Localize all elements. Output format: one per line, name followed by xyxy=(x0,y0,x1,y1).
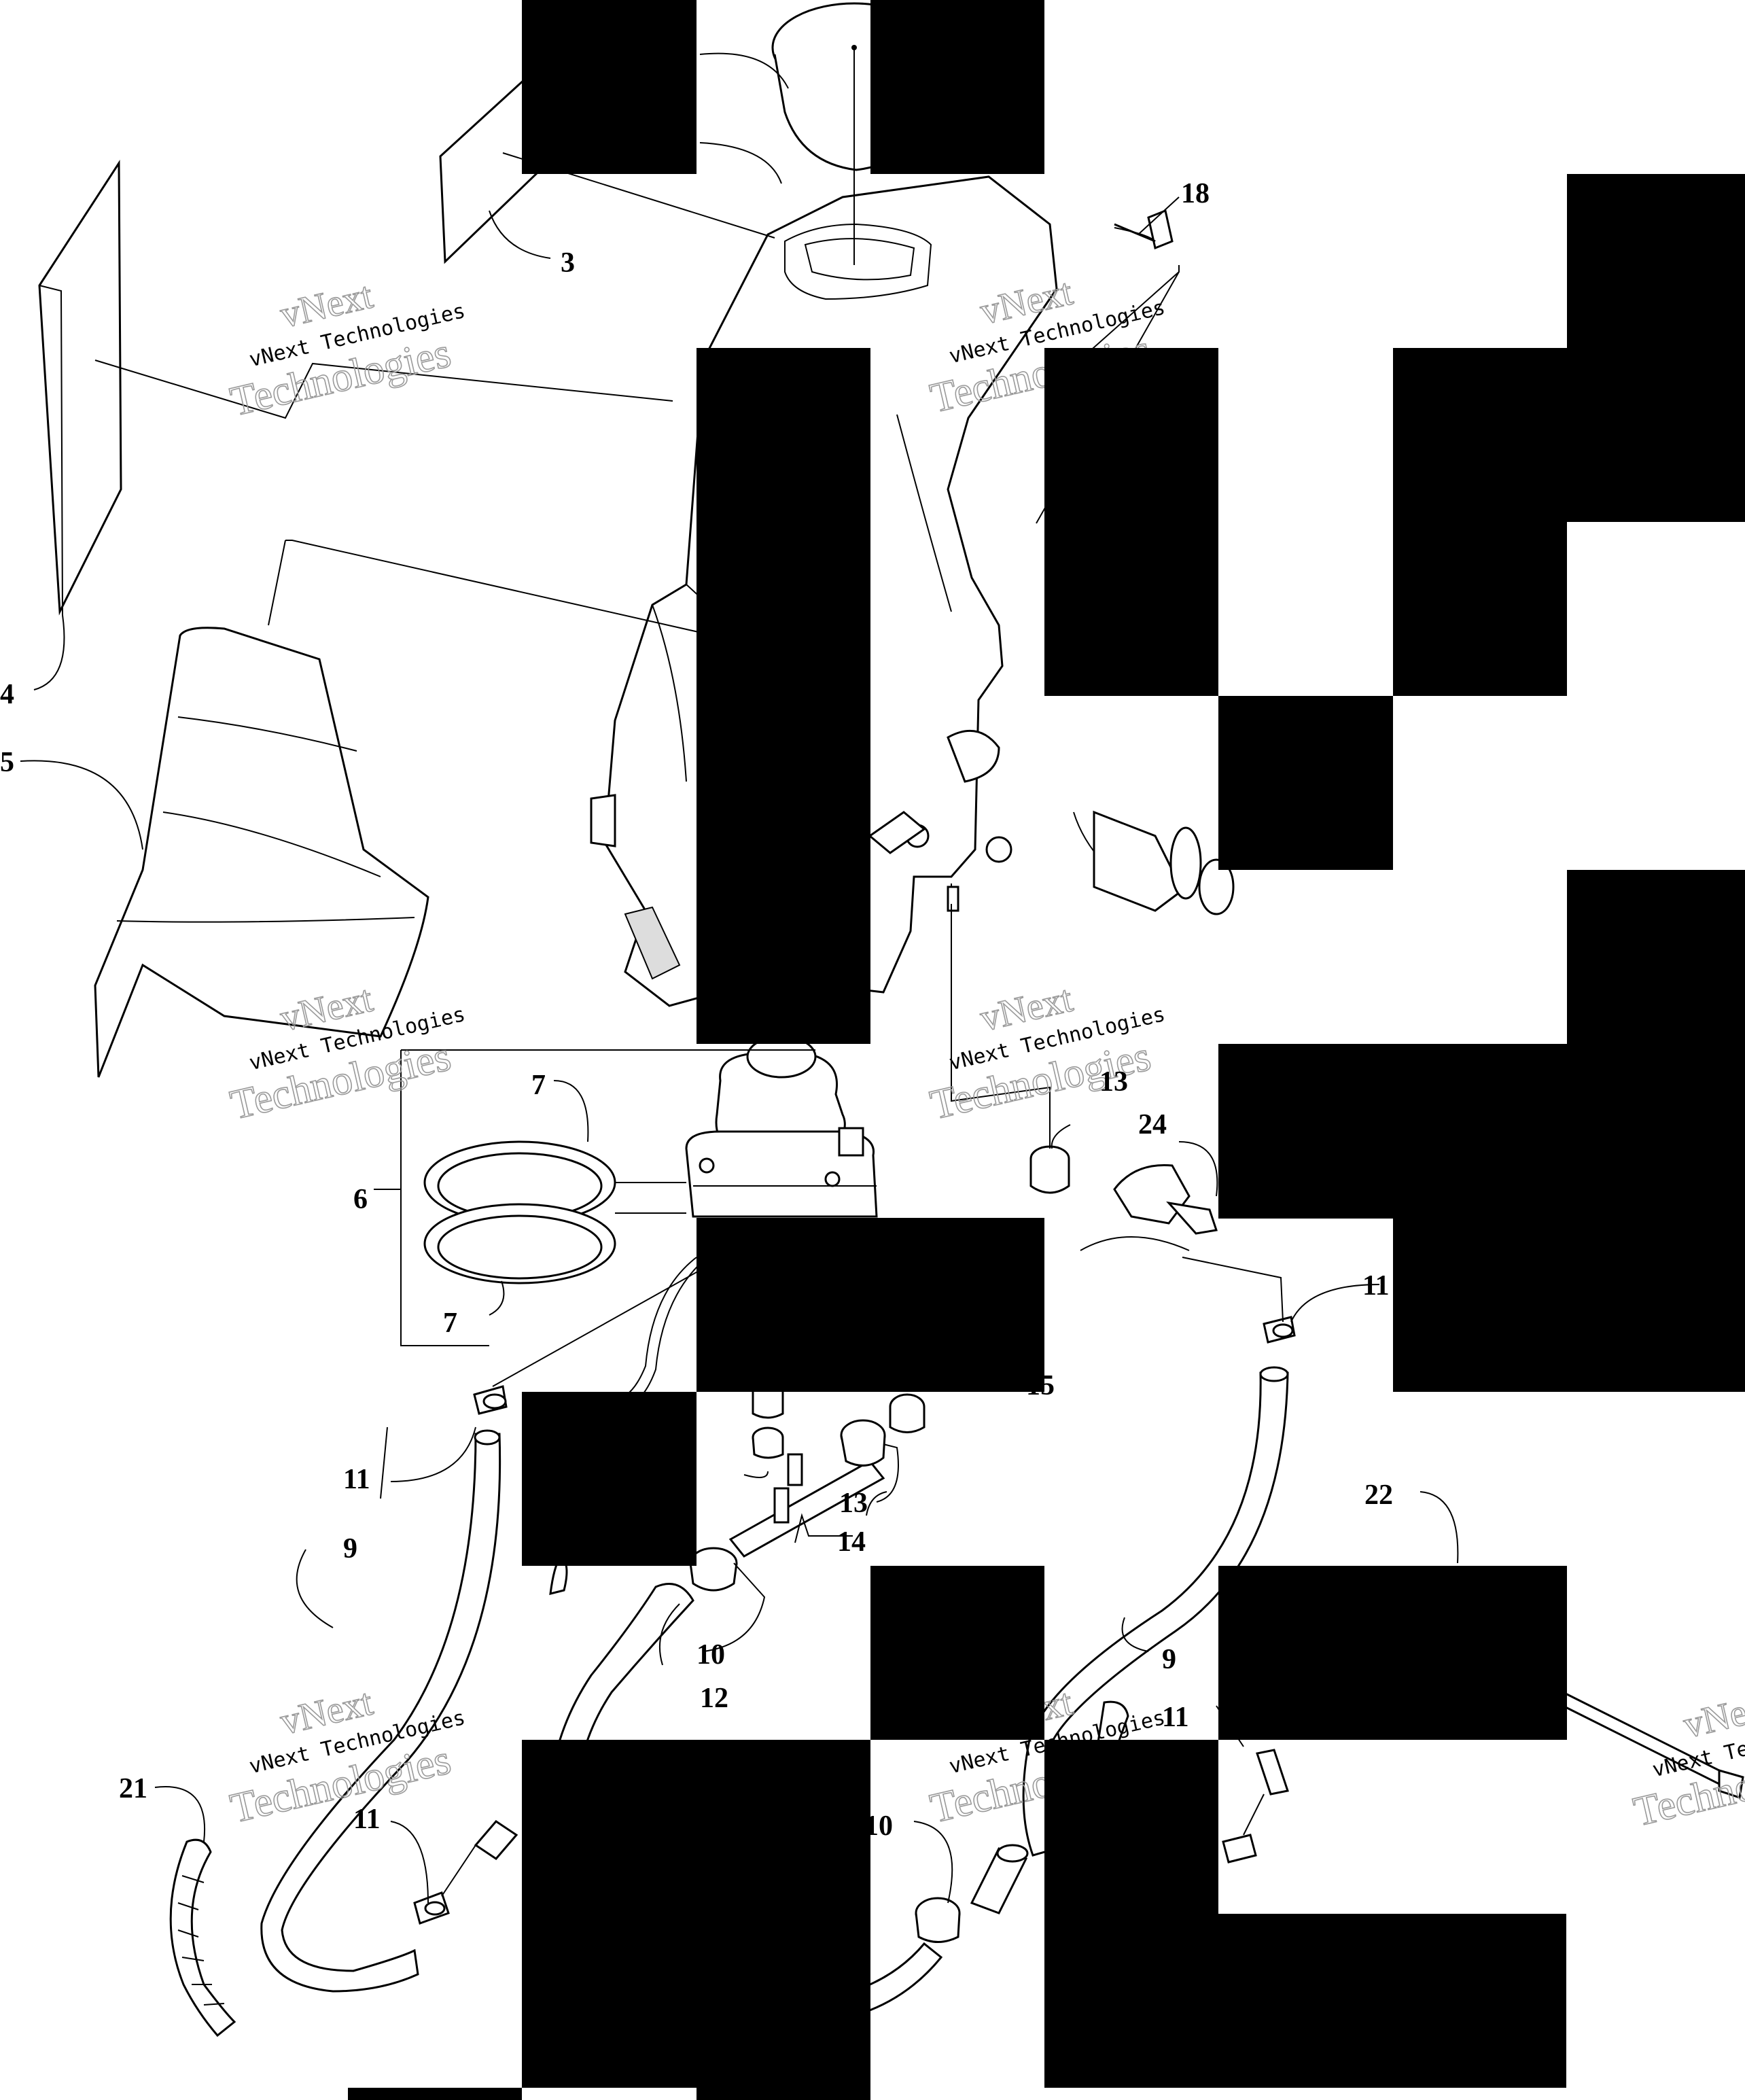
redaction-blocks xyxy=(348,0,1745,2100)
part-11-clamp-lower-right xyxy=(1222,1834,1257,1863)
callout-18: 18 xyxy=(1181,178,1210,209)
part-9-hose-left xyxy=(260,1433,501,1993)
part-24-clip xyxy=(1113,1163,1218,1235)
part-13-collar-upper xyxy=(1029,1145,1070,1194)
part-13-collar-lower xyxy=(752,1419,886,1467)
fitting-lower-left xyxy=(441,1820,518,1897)
connector-fitting xyxy=(970,1844,1029,1914)
tank-valve xyxy=(1073,810,1235,915)
callout-14: 14 xyxy=(837,1526,866,1558)
callout-11-left: 11 xyxy=(343,1464,370,1495)
watermark-4: vNext vNext Technologies Technologies xyxy=(926,977,1167,1130)
callout-12: 12 xyxy=(700,1683,728,1714)
callout-7-bottom: 7 xyxy=(443,1308,457,1339)
fitting-lower-right xyxy=(1243,1749,1289,1836)
callout-13-lower: 13 xyxy=(839,1488,868,1519)
part-10-collar-lower xyxy=(915,1897,961,1943)
callout-6: 6 xyxy=(353,1184,368,1215)
callout-3: 3 xyxy=(561,247,575,279)
callout-10-upper: 10 xyxy=(697,1639,725,1670)
hose-left-end xyxy=(474,1429,501,1446)
part-14-tee-fitting xyxy=(728,1453,885,1558)
callout-11-right: 11 xyxy=(1362,1270,1390,1301)
fuel-pump xyxy=(685,1035,878,1218)
part-7-rings xyxy=(423,1140,616,1284)
part-11-clamp-lower-left xyxy=(413,1891,450,1925)
part-4-plate xyxy=(38,159,122,616)
part-15-collar xyxy=(889,1393,926,1433)
callout-4: 4 xyxy=(0,679,14,710)
callout-21: 21 xyxy=(119,1773,147,1804)
callout-9-left: 9 xyxy=(343,1533,357,1564)
callout-11-lower-left: 11 xyxy=(353,1804,381,1835)
callout-5: 5 xyxy=(0,747,14,778)
callout-22: 22 xyxy=(1364,1480,1393,1511)
callout-7-top: 7 xyxy=(531,1070,546,1101)
callout-24: 24 xyxy=(1138,1109,1167,1140)
svg-text:vNext: vNext xyxy=(1680,1685,1745,1747)
watermark-1: vNext vNext Technologies Technologies xyxy=(226,274,468,426)
callout-11-lower-right: 11 xyxy=(1162,1702,1189,1733)
part-21-corrugated-hose xyxy=(169,1838,236,2037)
part-11-clamp-left xyxy=(473,1385,508,1415)
callout-13-upper: 13 xyxy=(1099,1066,1128,1098)
hose-right-end xyxy=(1259,1366,1289,1382)
part-10-collar-upper xyxy=(689,1547,738,1592)
watermark-5: vNext vNext Technologies Technologies xyxy=(226,1681,468,1833)
part-18-rivet xyxy=(1114,209,1174,250)
callout-9-right: 9 xyxy=(1162,1644,1176,1675)
part-11-clamp-right xyxy=(1263,1316,1296,1344)
part-5-panel xyxy=(94,627,429,1078)
